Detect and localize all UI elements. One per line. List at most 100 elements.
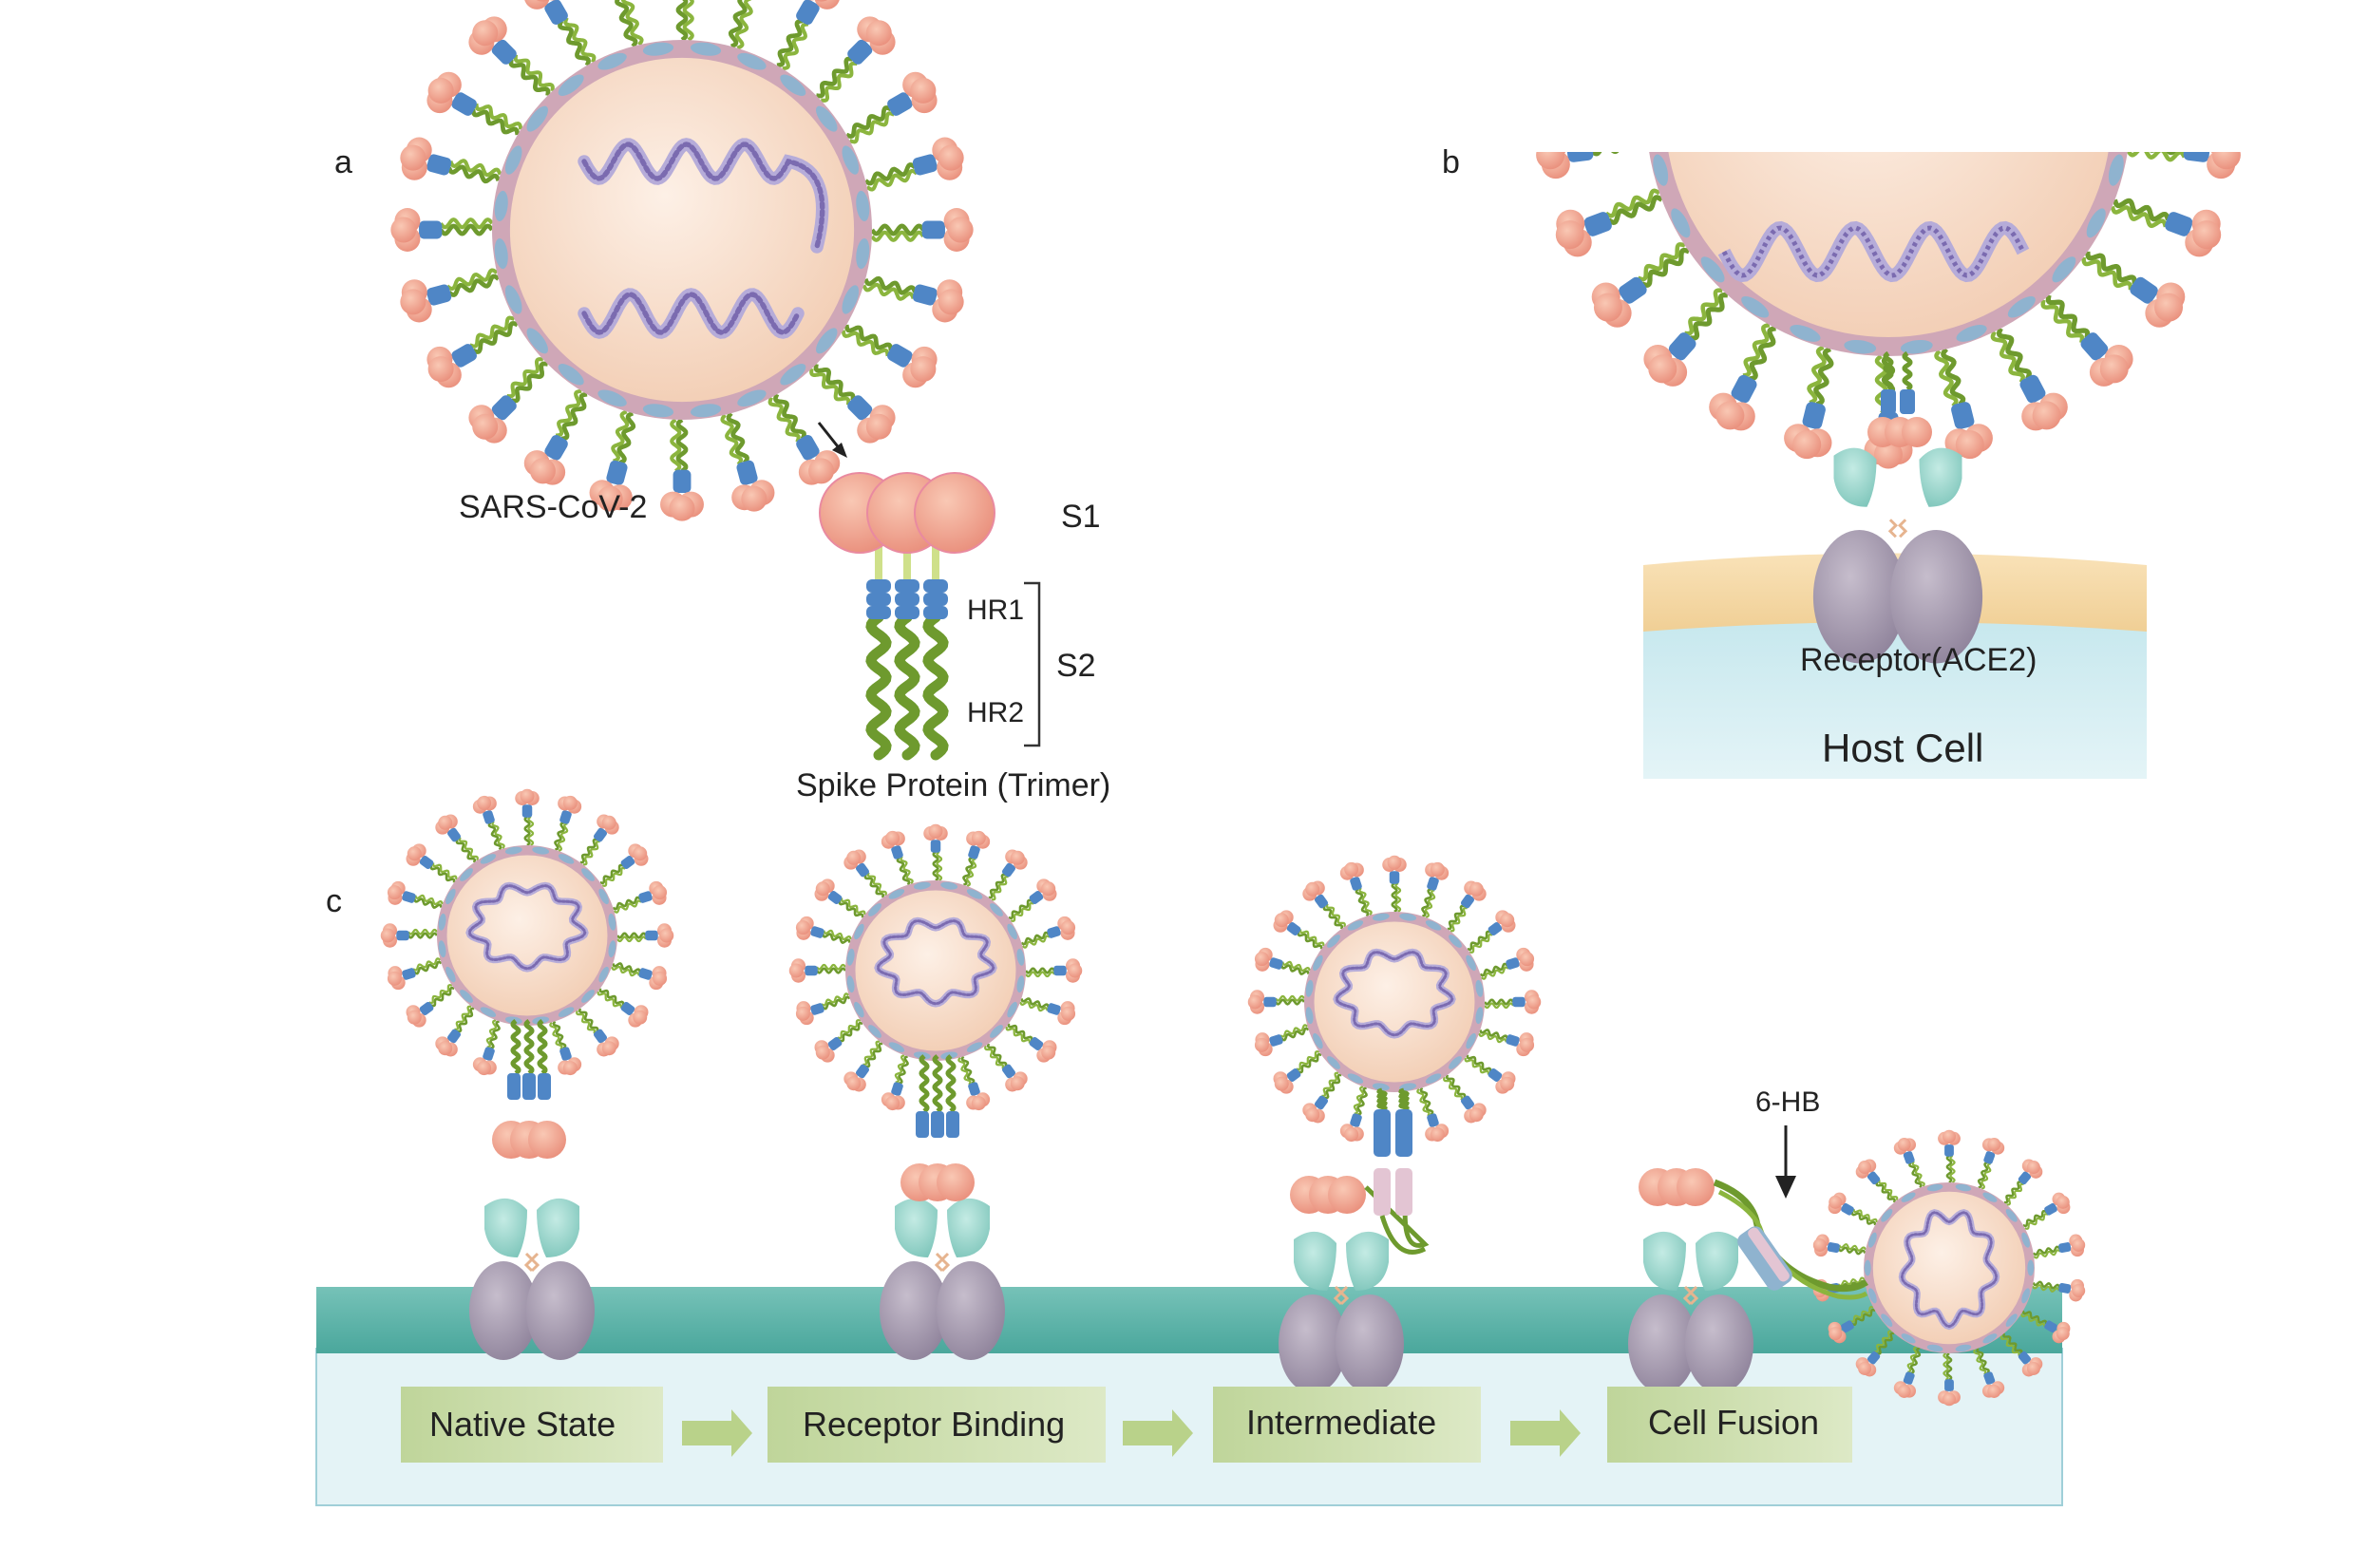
spike [796, 916, 851, 943]
step-intermediate: Intermediate [1213, 1387, 1481, 1463]
ace2-upper-domain [1643, 1232, 1686, 1291]
spike [963, 831, 990, 886]
spike [555, 796, 581, 851]
ace2-lower-domain [526, 1261, 595, 1360]
hr1-domain [946, 1111, 959, 1138]
step-native-state: Native State [401, 1387, 663, 1463]
spike [600, 843, 649, 885]
spike [1480, 948, 1534, 979]
virus-c-binding [789, 824, 1083, 1110]
hr2-domain [948, 1056, 954, 1111]
membrane-protein [1647, 98, 1660, 130]
virus-c-native [381, 789, 674, 1075]
step-label-native-state: Native State [429, 1405, 616, 1444]
hr1-domain [895, 593, 919, 606]
ace2-upper-domain [895, 1199, 938, 1257]
spike [1382, 856, 1407, 912]
spike [863, 278, 963, 322]
membrane-protein [2027, 1260, 2034, 1276]
spike [1894, 1138, 1924, 1187]
spike [843, 325, 938, 387]
hr2-domain [928, 617, 943, 755]
hr2-domain [1379, 1090, 1385, 1109]
hr1-domain [923, 593, 948, 606]
hr1-domain [866, 606, 891, 619]
membrane-protein [1865, 1260, 1871, 1276]
hr2-domain [513, 1021, 519, 1073]
spike [1784, 348, 1831, 459]
spike [1813, 1235, 1866, 1257]
hr1-domain [866, 579, 891, 593]
hr1-domain [522, 1073, 536, 1100]
virus-c-intermediate [1248, 856, 1542, 1142]
spike [1556, 191, 1662, 257]
hr2-domain [540, 1021, 545, 1073]
spike [723, 413, 775, 511]
spike [407, 843, 457, 882]
spike [1302, 881, 1344, 930]
s1-subunit [1902, 417, 1932, 447]
ace2-upper-domain [1294, 1232, 1336, 1291]
spike [843, 850, 885, 898]
ace2-receptor [469, 1199, 595, 1360]
spike [1274, 1051, 1322, 1093]
spike [550, 1021, 581, 1075]
membrane-protein [1650, 41, 1671, 75]
spike [407, 985, 455, 1027]
host-cell-label: Host Cell [1822, 726, 1983, 770]
spike [1466, 1055, 1516, 1094]
spike [2004, 1160, 2042, 1205]
spike [1026, 958, 1082, 983]
hr1-domain [923, 606, 948, 619]
ace2-upper-domain [484, 1199, 527, 1257]
spike [1979, 1138, 2004, 1189]
spike [2034, 1235, 2086, 1258]
spike [1340, 862, 1372, 916]
hr2-domain [871, 617, 886, 755]
spike [435, 1007, 474, 1057]
spike [612, 963, 667, 990]
spike [1709, 325, 1775, 430]
hr1-domain [538, 1073, 551, 1100]
spike [1417, 1087, 1449, 1142]
hr1-domain [895, 606, 919, 619]
spike [468, 359, 547, 443]
spike [730, 0, 774, 48]
spike [390, 208, 492, 252]
spike [1302, 1073, 1341, 1124]
spike [2113, 199, 2221, 256]
hr2-domain [921, 1056, 927, 1111]
step-label-receptor-binding: Receptor Binding [803, 1405, 1065, 1444]
spike [1856, 1160, 1898, 1203]
spike [426, 318, 517, 388]
spike [580, 815, 619, 865]
spike [1937, 349, 1993, 459]
hr1-domain [866, 593, 891, 606]
spike [985, 1044, 1027, 1092]
ace2-lower-domain [937, 1261, 1005, 1360]
hr2-domain [1886, 353, 1891, 389]
spike [872, 208, 974, 252]
fusion-peptide [1395, 1168, 1412, 1216]
ace2-upper-domain [1346, 1232, 1389, 1291]
hr1-domain [1900, 389, 1915, 414]
spike [1468, 910, 1516, 952]
spike [1479, 1030, 1534, 1056]
hr1-domain [1881, 389, 1896, 414]
spike [524, 0, 595, 66]
spike [468, 16, 552, 95]
hr1-label: HR1 [967, 595, 1024, 626]
spike [381, 923, 437, 948]
s1-subunit [937, 1163, 975, 1201]
spike [1829, 1193, 1877, 1225]
s1-label: S1 [1061, 499, 1101, 535]
spike [843, 1042, 882, 1092]
ace2-receptor [880, 1199, 1005, 1360]
ace2-upper-domain [1920, 448, 1962, 507]
spike [1007, 1024, 1057, 1063]
spike [515, 789, 540, 845]
virus-label: SARS-CoV-2 [459, 489, 647, 525]
membrane-protein [1667, 0, 1694, 23]
